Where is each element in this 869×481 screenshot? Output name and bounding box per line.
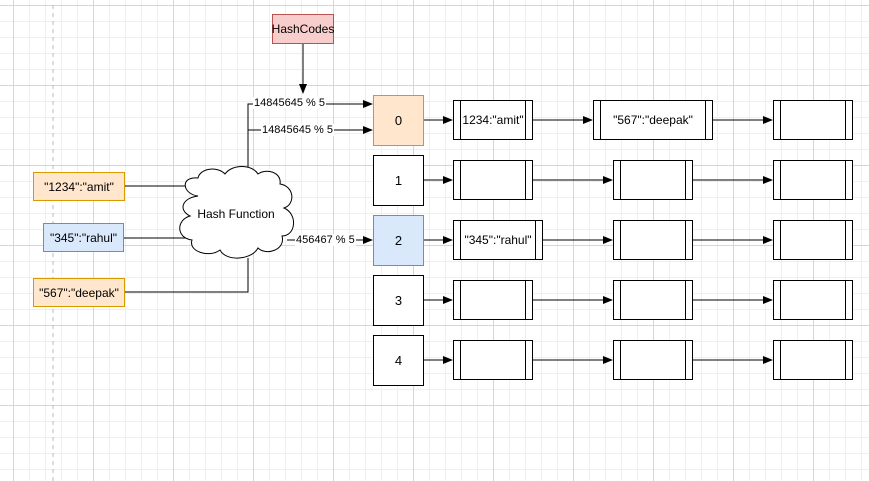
entry-2-2[interactable] bbox=[773, 220, 853, 260]
entry-0-1[interactable]: "567":"deepak" bbox=[593, 100, 713, 140]
entry-4-0[interactable] bbox=[453, 340, 533, 380]
edge-key-567-to-hash bbox=[125, 258, 249, 293]
entry-3-0[interactable] bbox=[453, 280, 533, 320]
entry-3-1[interactable] bbox=[613, 280, 693, 320]
entry-1-2[interactable] bbox=[773, 160, 853, 200]
key-box-1234-amit[interactable]: "1234":"amit" bbox=[33, 172, 125, 201]
bucket-4[interactable]: 4 bbox=[373, 335, 424, 386]
edge-label-modulo-middle: 456467 % 5 bbox=[295, 234, 356, 246]
entry-1-0[interactable] bbox=[453, 160, 533, 200]
edge-hash-to-bucket-0-a bbox=[247, 100, 373, 172]
bucket-0[interactable]: 0 bbox=[373, 95, 424, 146]
hash-function-label: Hash Function bbox=[197, 207, 275, 221]
bucket-1[interactable]: 1 bbox=[373, 155, 424, 206]
entry-3-2[interactable] bbox=[773, 280, 853, 320]
edge-label-modulo-top-a: 14845645 % 5 bbox=[253, 97, 326, 109]
hashcodes-box[interactable]: HashCodes bbox=[272, 14, 334, 44]
hash-function-cloud-shape bbox=[179, 166, 294, 259]
entry-2-1[interactable] bbox=[613, 220, 693, 260]
bucket-3[interactable]: 3 bbox=[373, 275, 424, 326]
key-box-567-deepak[interactable]: "567":"deepak" bbox=[33, 278, 125, 307]
key-box-345-rahul[interactable]: "345":"rahul" bbox=[43, 223, 124, 252]
entry-1-1[interactable] bbox=[613, 160, 693, 200]
bucket-2[interactable]: 2 bbox=[373, 215, 424, 266]
edge-label-modulo-top-b: 14845645 % 5 bbox=[261, 124, 334, 136]
entry-2-0[interactable]: "345":"rahul" bbox=[453, 220, 543, 260]
entry-4-1[interactable] bbox=[613, 340, 693, 380]
entry-4-2[interactable] bbox=[773, 340, 853, 380]
entry-0-2[interactable] bbox=[773, 100, 853, 140]
entry-0-0[interactable]: 1234:"amit" bbox=[453, 100, 533, 140]
